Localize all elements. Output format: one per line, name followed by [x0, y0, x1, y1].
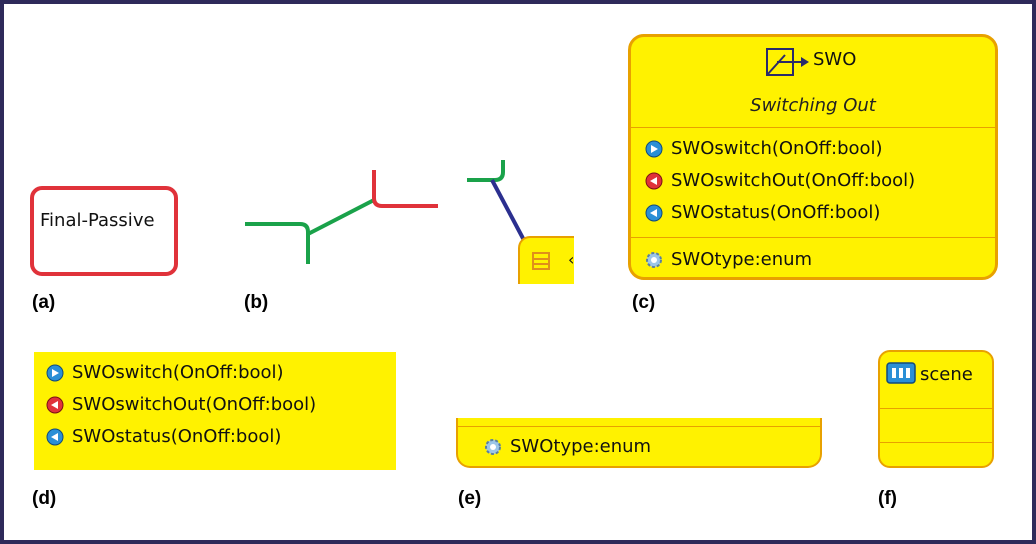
attribute-item[interactable]: SWOtype:enum — [645, 249, 812, 270]
panel-label-a: (a) — [32, 292, 56, 313]
class-name: SWO — [813, 49, 857, 70]
divider — [880, 408, 992, 409]
green-link-2[interactable] — [467, 160, 505, 182]
divider — [631, 237, 995, 238]
operation-item[interactable]: SWOswitchOut(OnOff:bool) — [645, 170, 915, 191]
blue-right-arrow-icon — [46, 364, 64, 381]
red-left-arrow-icon — [46, 396, 64, 413]
final-passive-state[interactable]: Final-Passive — [30, 186, 178, 276]
divider — [880, 442, 992, 443]
blue-left-arrow-icon — [46, 428, 64, 445]
state-name: Final-Passive — [40, 210, 155, 231]
divider — [631, 127, 995, 128]
operations-compartment[interactable]: SWOswitch(OnOff:bool) SWOswitchOut(OnOff… — [34, 352, 396, 470]
panel-label-d: (d) — [32, 488, 57, 509]
panel-label-e: (e) — [458, 488, 482, 509]
blue-right-arrow-icon — [645, 140, 663, 157]
green-link[interactable] — [245, 198, 375, 264]
connector-panel-b — [245, 160, 528, 264]
panel-label-b: (b) — [244, 292, 269, 313]
class-icon — [532, 252, 550, 270]
scene-icon — [886, 362, 916, 384]
operation-item[interactable]: SWOswitchOut(OnOff:bool) — [46, 394, 316, 415]
blue-left-arrow-icon — [645, 204, 663, 221]
attribute-item[interactable]: SWOtype:enum — [484, 436, 651, 457]
partial-class-box[interactable]: ‹ — [518, 236, 574, 284]
scene-class-box[interactable]: scene — [878, 350, 994, 468]
blue-link[interactable] — [490, 179, 528, 245]
scene-name: scene — [920, 364, 973, 385]
switch-out-icon — [766, 48, 809, 76]
red-left-arrow-icon — [645, 172, 663, 189]
operation-item[interactable]: SWOstatus(OnOff:bool) — [46, 426, 281, 447]
operation-item[interactable]: SWOstatus(OnOff:bool) — [645, 202, 880, 223]
gear-icon — [485, 438, 501, 455]
gear-icon — [646, 251, 662, 268]
divider — [458, 426, 820, 427]
class-description: Switching Out — [750, 95, 876, 116]
swo-class-box[interactable]: SWO Switching Out SWOswitch(OnOff:bool) … — [628, 34, 998, 280]
attribute-compartment[interactable]: SWOtype:enum — [456, 418, 822, 468]
panel-label-f: (f) — [878, 488, 897, 509]
panel-label-c: (c) — [632, 292, 656, 313]
operation-item[interactable]: SWOswitch(OnOff:bool) — [645, 138, 883, 159]
chevron-left-icon: ‹ — [568, 250, 575, 269]
operation-item[interactable]: SWOswitch(OnOff:bool) — [46, 362, 284, 383]
red-link[interactable] — [372, 170, 438, 208]
